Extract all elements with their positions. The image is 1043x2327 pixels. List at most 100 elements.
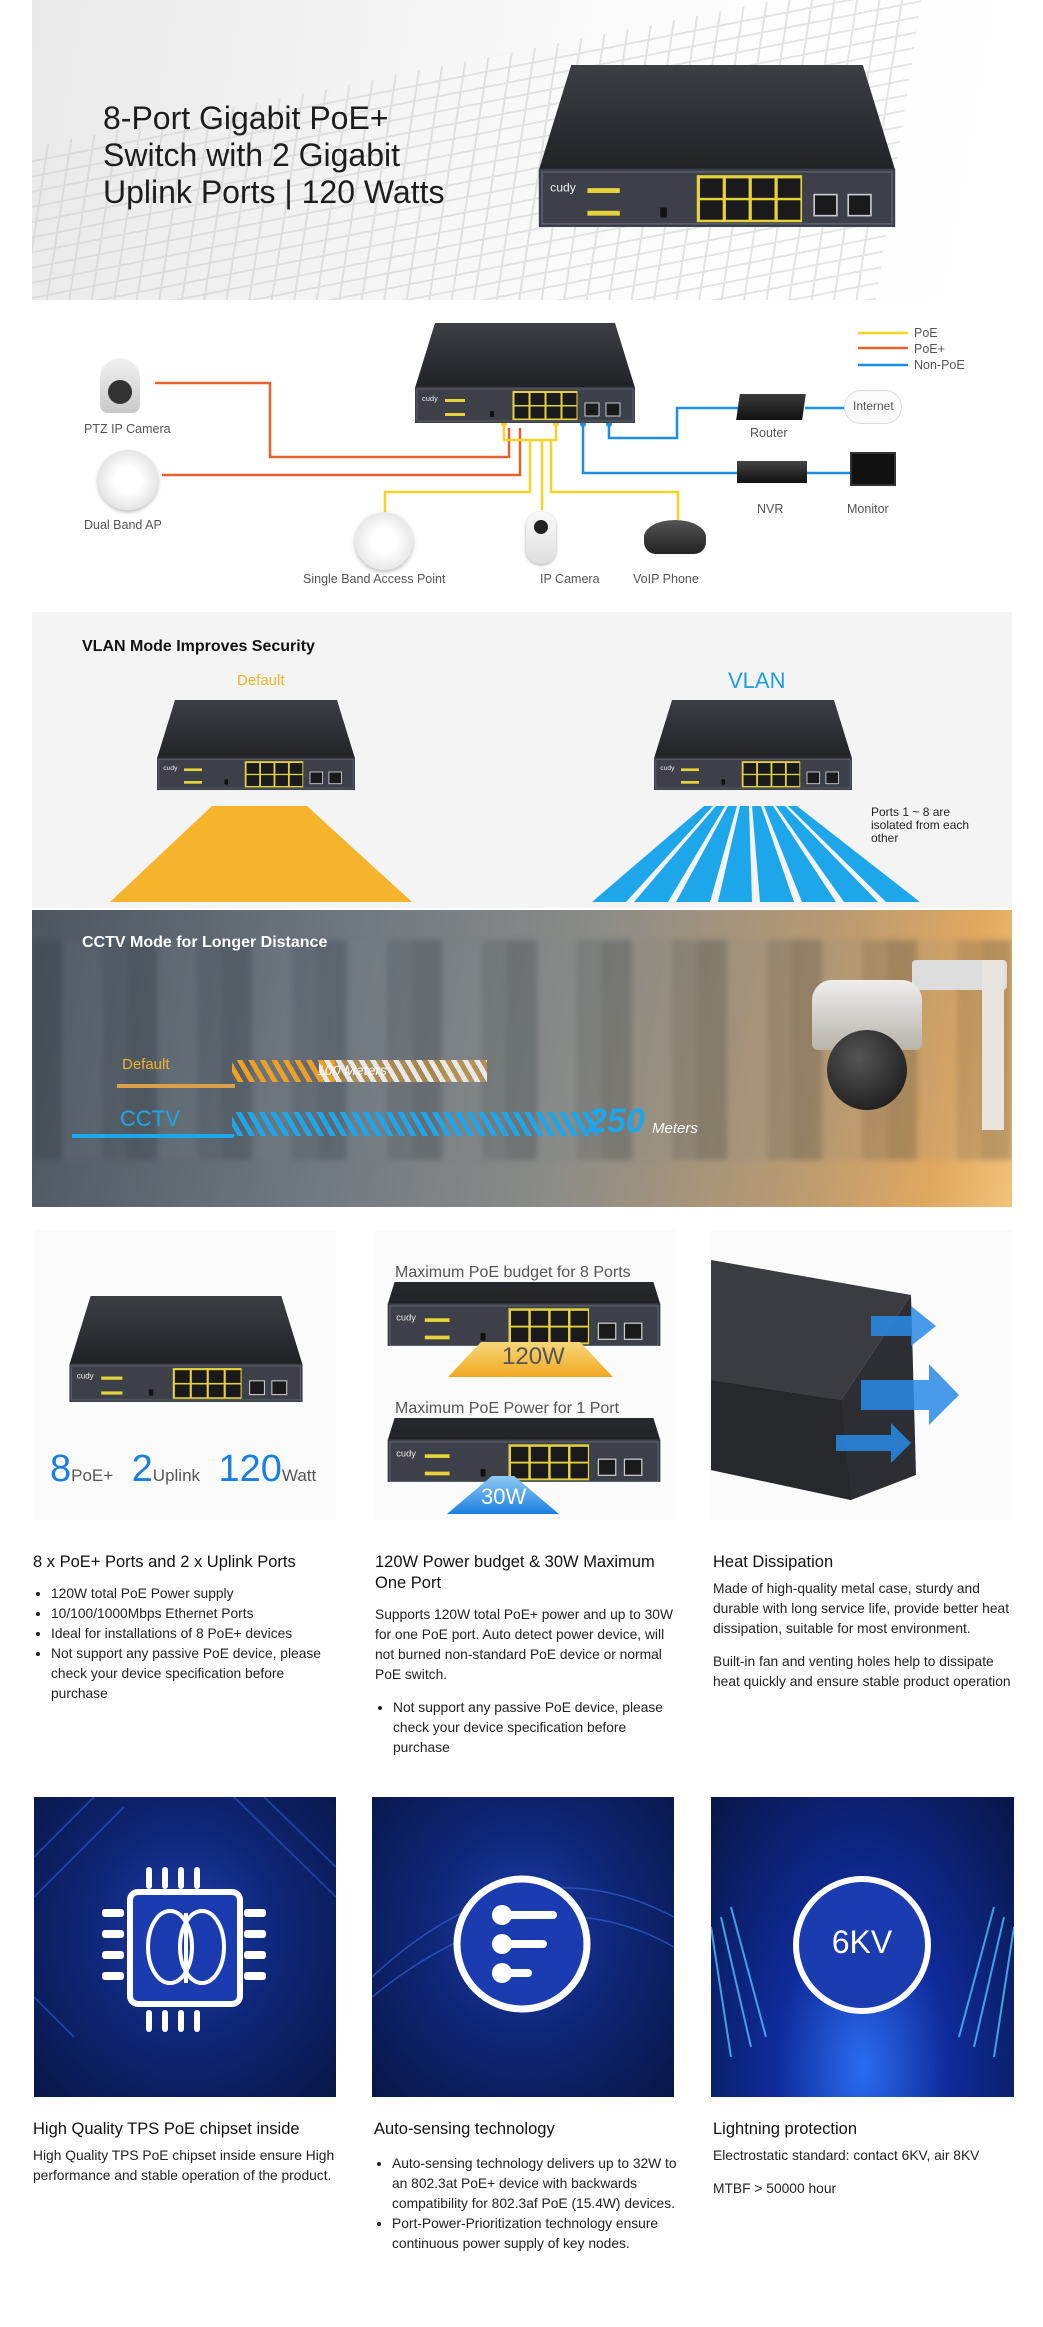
feature-chipset: High Quality TPS PoE chipset inside High…	[33, 2119, 338, 2199]
default-label: Default	[237, 672, 285, 689]
feature-bullets: Not support any passive PoE device, plea…	[375, 1698, 680, 1758]
6kv-badge-text: 6KV	[831, 1924, 893, 1960]
feature-title: High Quality TPS PoE chipset inside	[33, 2120, 300, 2138]
monitor-label: Monitor	[847, 502, 889, 516]
poe-plus-line	[162, 428, 522, 477]
feature-body: Built-in fan and venting holes help to d…	[713, 1654, 1011, 1689]
voip-phone-label: VoIP Phone	[633, 572, 699, 586]
hero-title-line: Uplink Ports | 120 Watts	[103, 174, 445, 210]
vlan-port-stripe	[776, 806, 878, 902]
single-band-ap-icon	[355, 512, 413, 570]
bullet-item: Not support any passive PoE device, plea…	[51, 1644, 338, 1704]
non-poe-line	[607, 406, 845, 440]
switch-image	[387, 1282, 661, 1346]
hero-title-line: Switch with 2 Gigabit	[103, 137, 401, 173]
default-distance-bar-remainder	[319, 1060, 487, 1082]
legend-non-poe: Non-PoE	[914, 358, 965, 372]
feature-body: Made of high-quality metal case, sturdy …	[713, 1581, 1010, 1636]
feature-title: Auto-sensing technology	[374, 2120, 555, 2138]
port-summary: 8PoE+ 2Uplink 120Watt	[50, 1448, 316, 1491]
poe-port-count: 8	[50, 1448, 72, 1490]
feature-power: 120W Power budget & 30W Maximum One Port…	[375, 1552, 680, 1758]
switch-image	[537, 65, 897, 227]
monitor-icon	[850, 452, 896, 486]
feature-body: High Quality TPS PoE chipset inside ensu…	[33, 2148, 335, 2183]
feature-title: Heat Dissipation	[713, 1553, 834, 1571]
feature-body: Electrostatic standard: contact 6KV, air…	[713, 2148, 980, 2163]
lightning-protection-image: 6KV	[711, 1797, 1014, 2097]
dome-camera-icon	[802, 950, 1012, 1130]
shared-traffic-fan	[110, 806, 412, 902]
nvr-label: NVR	[757, 502, 784, 516]
router-label: Router	[750, 426, 788, 440]
bullet-item: Auto-sensing technology delivers up to 3…	[392, 2154, 679, 2214]
cctv-mode-label: CCTV	[120, 1106, 180, 1131]
default-mode-label: Default	[122, 1056, 170, 1073]
ptz-camera-icon	[100, 358, 140, 413]
feature-ports: 8 x PoE+ Ports and 2 x Uplink Ports 120W…	[33, 1552, 338, 1704]
feature-body: Supports 120W total PoE+ power and up to…	[375, 1607, 673, 1682]
vlan-port-stripe	[718, 806, 752, 902]
bullet-item: 120W total PoE Power supply	[51, 1584, 338, 1604]
hero-banner: 8-Port Gigabit PoE+ Switch with 2 Gigabi…	[32, 0, 1000, 300]
poe-plus-line	[155, 381, 511, 459]
cctv-distance-unit: Meters	[652, 1120, 698, 1137]
non-poe-line	[581, 425, 737, 475]
isolation-note: Ports 1 ~ 8 are isolated from each other	[871, 805, 970, 845]
hero-title-line: 8-Port Gigabit PoE+	[103, 100, 389, 136]
uplink-count: 2	[131, 1448, 153, 1490]
bullet-item: Ideal for installations of 8 PoE+ device…	[51, 1624, 338, 1644]
cctv-lead-line	[72, 1134, 234, 1138]
vlan-port-stripe	[752, 806, 794, 902]
voip-phone-icon	[644, 520, 706, 554]
cctv-distance-value: 250	[588, 1102, 645, 1140]
switch-image	[68, 1296, 304, 1402]
budget-title: Maximum PoE budget for 8 Ports	[395, 1264, 631, 1281]
port-power-title: Maximum PoE Power for 1 Port	[395, 1400, 620, 1417]
feature-auto-sensing: Auto-sensing technology Auto-sensing tec…	[374, 2119, 679, 2254]
bullet-item: Port-Power-Prioritization technology ens…	[392, 2214, 679, 2254]
router-icon	[736, 394, 806, 420]
feature-heat: Heat Dissipation Made of high-quality me…	[713, 1552, 1018, 1705]
vlan-title: VLAN Mode Improves Security	[82, 638, 315, 655]
chipset-image	[34, 1797, 336, 2097]
cctv-section: CCTV Mode for Longer Distance Default 10…	[32, 910, 1012, 1207]
vlan-port-stripe	[764, 806, 836, 902]
6kv-badge	[793, 1876, 931, 2014]
vlan-port-stripe	[676, 806, 737, 902]
poe-port-unit: PoE+	[71, 1466, 114, 1485]
ptz-camera-label: PTZ IP Camera	[84, 422, 171, 436]
poe-line	[502, 425, 558, 442]
legend-poe-plus: PoE+	[914, 342, 945, 356]
feature-title: Lightning protection	[713, 2120, 858, 2138]
feature-bullets: 120W total PoE Power supply 10/100/1000M…	[33, 1584, 338, 1704]
nvr-icon	[737, 461, 807, 483]
cctv-distance-bar	[232, 1112, 598, 1136]
dual-band-ap-icon	[98, 450, 158, 510]
internet-label: Internet	[853, 399, 894, 413]
poe-line	[383, 440, 532, 517]
data-flow-graphic	[110, 806, 920, 902]
heat-dissipation-image	[711, 1230, 1013, 1520]
vlan-port-stripe	[788, 806, 920, 902]
cctv-title: CCTV Mode for Longer Distance	[82, 934, 328, 951]
feature-bullets: Auto-sensing technology delivers up to 3…	[374, 2154, 679, 2254]
switch-image	[387, 1418, 661, 1482]
default-lead-line	[117, 1084, 235, 1088]
network-diagram: PTZ IP Camera Dual Band AP Single Band A…	[32, 302, 1000, 592]
legend-poe: PoE	[914, 326, 938, 340]
feature-body: MTBF > 50000 hour	[713, 2181, 837, 2196]
vlan-port-stripe	[592, 806, 713, 902]
budget-value: 120W	[502, 1343, 565, 1370]
bullet-item: 10/100/1000Mbps Ethernet Ports	[51, 1604, 338, 1624]
budget-beam	[448, 1342, 613, 1377]
power-feature-image: Maximum PoE budget for 8 Ports 120W Maxi…	[375, 1230, 676, 1520]
poe-line	[549, 440, 680, 520]
vlan-label: VLAN	[728, 668, 786, 693]
auto-sensing-icon	[372, 1875, 674, 2013]
feature-title: 8 x PoE+ Ports and 2 x Uplink Ports	[33, 1553, 296, 1571]
ports-feature-image: 8PoE+ 2Uplink 120Watt	[34, 1230, 336, 1520]
switch-image	[414, 323, 636, 423]
feature-title: 120W Power budget & 30W Maximum One Port	[375, 1553, 655, 1592]
internet-cloud-icon	[844, 390, 902, 424]
